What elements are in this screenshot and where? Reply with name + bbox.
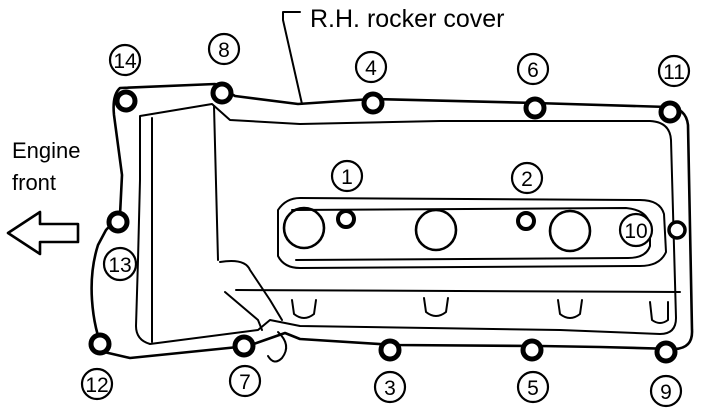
- callout-10: 10: [618, 212, 654, 248]
- svg-text:10: 10: [624, 220, 647, 243]
- bolt-14: [114, 89, 138, 113]
- bolt-5: [520, 338, 544, 362]
- bolt-9: [654, 340, 678, 364]
- svg-text:3: 3: [384, 377, 396, 400]
- bolt-13: [106, 210, 130, 234]
- bolt-6: [523, 96, 547, 120]
- bolt-1: [336, 209, 356, 229]
- engine-front-arrow-icon: [6, 210, 80, 256]
- left-rib: [151, 105, 219, 343]
- engine-front-label-line1: Engine: [12, 138, 81, 163]
- cover-inner-outline: [135, 103, 677, 345]
- callout-11: 11: [657, 54, 691, 88]
- callout-6: 6: [516, 52, 550, 86]
- spark-plug-hole-1: [282, 206, 326, 250]
- svg-text:11: 11: [663, 61, 685, 84]
- lower-left-partition: [219, 260, 283, 331]
- svg-text:13: 13: [108, 254, 131, 277]
- svg-text:5: 5: [527, 377, 539, 400]
- plug-well-lower-line: [235, 289, 681, 293]
- svg-text:9: 9: [660, 381, 672, 404]
- callout-7: 7: [228, 364, 262, 398]
- svg-text:2: 2: [521, 168, 533, 191]
- cover-label: R.H. rocker cover: [310, 5, 504, 33]
- callout-4: 4: [354, 50, 388, 84]
- tab-3: [557, 299, 583, 319]
- breather-hook: [267, 331, 288, 363]
- bolt-11: [658, 100, 682, 124]
- cover-outer-outline: [90, 82, 694, 360]
- callout-1: 1: [330, 159, 364, 193]
- plug-well-outline: [277, 197, 667, 269]
- spark-plug-hole-2: [414, 208, 458, 252]
- spark-plug-hole-3: [548, 209, 592, 253]
- svg-text:4: 4: [365, 57, 377, 80]
- callout-12: 12: [80, 367, 114, 401]
- svg-text:6: 6: [527, 59, 539, 82]
- bolt-8: [210, 81, 234, 105]
- bolt-4: [361, 91, 385, 115]
- callout-8: 8: [207, 32, 241, 66]
- svg-text:7: 7: [239, 371, 251, 394]
- svg-text:8: 8: [218, 39, 230, 62]
- bolt-7: [232, 334, 256, 358]
- callout-13: 13: [102, 246, 138, 282]
- callout-9: 9: [649, 374, 683, 408]
- callout-14: 14: [108, 43, 142, 77]
- svg-text:1: 1: [341, 166, 353, 189]
- callout-3: 3: [373, 370, 407, 404]
- callout-2: 2: [510, 161, 544, 195]
- engine-front-label-line2: front: [12, 170, 56, 195]
- tab-2: [423, 297, 449, 317]
- svg-text:12: 12: [85, 374, 108, 397]
- bolt-10: [667, 220, 687, 240]
- bolt-2: [516, 211, 536, 231]
- callout-5: 5: [516, 370, 550, 404]
- bolt-callouts: 14 8 4 6 11 1 2 10: [80, 32, 691, 408]
- tab-4: [649, 301, 669, 324]
- bolt-markers: [88, 81, 687, 364]
- bolt-12: [88, 332, 112, 356]
- tab-1: [291, 299, 317, 319]
- svg-text:14: 14: [113, 50, 137, 73]
- bolt-3: [378, 338, 402, 362]
- label-leader-line: [282, 11, 303, 105]
